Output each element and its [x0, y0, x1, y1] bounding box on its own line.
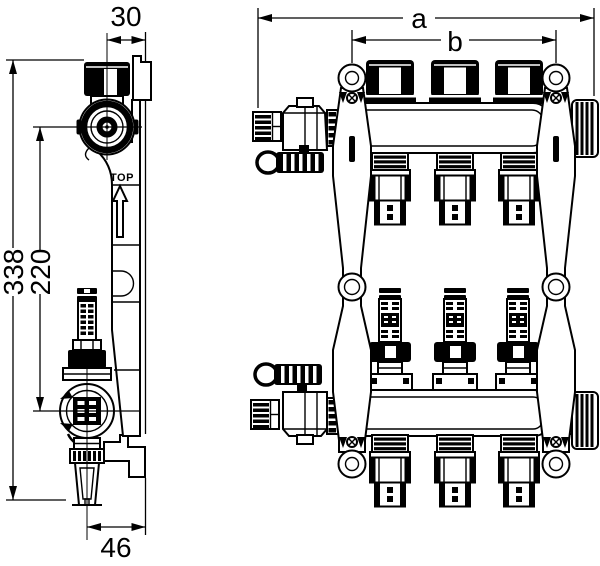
- dim-overall-width: a: [257, 3, 595, 108]
- dim-arrow: [542, 36, 556, 44]
- dim-pump-center-height: 220: [25, 126, 142, 412]
- wall-bracket-bottom: [103, 434, 146, 478]
- dim-label-30: 30: [110, 1, 141, 32]
- dim-arrow: [107, 36, 121, 44]
- dim-arrow: [87, 523, 101, 531]
- dim-bracket-spacing: b: [351, 26, 557, 63]
- ball-valve-assembly-lower: [250, 362, 347, 445]
- dim-overall-height: 338: [0, 59, 84, 501]
- top-marking-label: TOP: [110, 172, 134, 184]
- dim-label-338: 338: [0, 249, 29, 296]
- mounting-bracket-right: [536, 63, 576, 479]
- wall-bracket-top: [132, 55, 152, 101]
- mounting-hole-profile: [112, 270, 135, 297]
- dim-drain-offset: 46: [87, 523, 146, 563]
- dim-arrow: [352, 36, 366, 44]
- dim-arrow: [131, 523, 146, 531]
- center-lines: [86, 33, 108, 540]
- dim-label-46: 46: [100, 532, 131, 563]
- flow-meter-valve: [367, 287, 413, 391]
- dim-arrow: [580, 14, 594, 22]
- valve-cap: [363, 59, 417, 105]
- outlet-connector: [498, 152, 540, 226]
- dim-label-a: a: [411, 3, 427, 34]
- side-view: TOP: [0, 1, 152, 563]
- flow-direction-arrow-icon: [111, 183, 129, 238]
- valve-insert-stem: [62, 288, 112, 381]
- ball-valve-assembly-upper: [252, 97, 347, 175]
- end-cap: [252, 111, 282, 142]
- flow-meter-valve: [432, 287, 478, 391]
- dim-arrow: [258, 14, 272, 22]
- valve-cap: [428, 59, 482, 105]
- dim-arrow: [9, 60, 17, 74]
- dim-label-b: b: [447, 26, 463, 57]
- dim-arrow: [36, 127, 44, 141]
- top-marking: TOP: [110, 172, 134, 238]
- dim-pump-offset: 30: [107, 1, 146, 44]
- dim-arrow: [131, 36, 146, 44]
- valve-lever-handle: [253, 362, 324, 387]
- valve-lever-handle: [255, 150, 326, 175]
- outlet-connector: [434, 152, 476, 226]
- end-cap: [250, 399, 280, 430]
- dim-arrow: [36, 397, 44, 411]
- flow-meter-valve: [495, 287, 541, 391]
- mounting-bracket-left: [332, 63, 372, 479]
- outlet-connector: [434, 434, 476, 508]
- end-union-nut-lower: [571, 391, 599, 450]
- outlet-connector: [498, 434, 540, 508]
- valve-cap: [492, 59, 546, 105]
- outlet-connector: [369, 434, 411, 508]
- front-view: a b: [250, 3, 599, 508]
- outlet-connector: [369, 152, 411, 226]
- dim-label-220: 220: [25, 249, 56, 296]
- dim-arrow: [9, 486, 17, 500]
